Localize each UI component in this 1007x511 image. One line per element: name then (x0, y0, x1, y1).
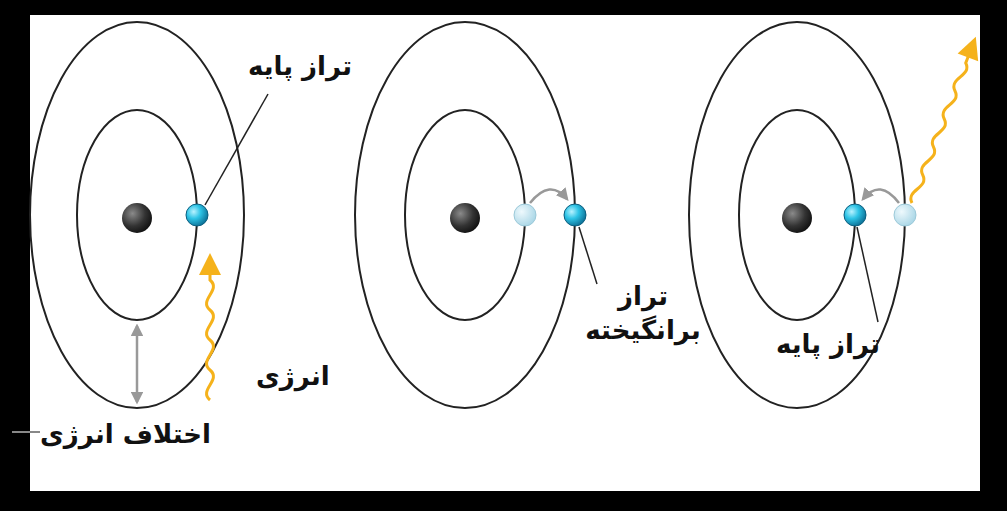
text-label: تراز پایه (776, 328, 880, 362)
text-label: انرژی (256, 360, 330, 394)
edge-mark (12, 431, 40, 433)
panel (30, 15, 980, 491)
text-label: تراز برانگیخته (578, 280, 708, 348)
text-label: اختلاف انرژی (40, 418, 211, 452)
atom-excited (355, 22, 597, 408)
text-label: تراز پایه (248, 50, 352, 84)
atom-ground (30, 22, 268, 408)
atom-emission (689, 22, 986, 408)
